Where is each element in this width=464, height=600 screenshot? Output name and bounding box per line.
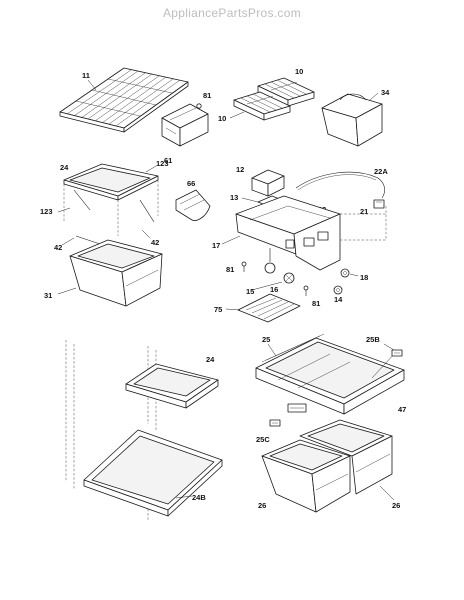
label-10-upper: 10	[295, 67, 303, 76]
label-12: 12	[236, 165, 244, 174]
ice-bin-part-34	[321, 93, 383, 147]
knob-part-16	[264, 248, 276, 274]
label-18: 18	[360, 273, 368, 282]
nut-part-14	[333, 285, 343, 295]
leader-15	[251, 281, 283, 291]
connector-part-21	[373, 199, 385, 209]
end-cap-part-25c	[269, 419, 281, 427]
label-17: 17	[212, 241, 220, 250]
label-26-right: 26	[392, 501, 400, 510]
wire-harness-part-22a	[295, 171, 385, 199]
label-11: 11	[82, 71, 90, 80]
crisper-drawer-part-26-left	[261, 439, 351, 513]
label-14: 14	[334, 295, 343, 304]
label-25: 25	[262, 335, 270, 344]
label-25b: 25B	[366, 335, 380, 344]
leader-11	[87, 79, 97, 91]
fan-part-15	[283, 272, 295, 284]
label-81-top: 81	[203, 91, 211, 100]
ice-maker-housing-part-17	[235, 195, 341, 271]
wire-shelf-part-11	[59, 67, 189, 133]
label-16: 16	[270, 285, 278, 294]
leader-123-side	[57, 207, 71, 213]
leader-31	[57, 287, 77, 295]
leader-26-right	[379, 485, 395, 501]
leader-18	[349, 273, 359, 277]
label-24-upper: 24	[60, 163, 69, 172]
label-66: 66	[187, 179, 195, 188]
glass-shelf-part-47	[255, 333, 405, 415]
end-cap-part-25b	[391, 349, 403, 357]
ice-tray-part-10-lower	[233, 91, 291, 121]
label-15: 15	[246, 287, 254, 296]
leader-13	[241, 197, 259, 203]
screw-part-81-right	[303, 285, 309, 296]
label-24-lower: 24	[206, 355, 215, 364]
leader-25b	[383, 343, 395, 351]
label-25c: 25C	[256, 435, 270, 444]
ejector-part-75	[237, 293, 301, 323]
label-24b: 24B	[192, 493, 206, 502]
shelf-supports-part-123-42	[63, 180, 159, 254]
glass-shelf-part-24-upper	[63, 163, 159, 201]
leader-25	[267, 343, 277, 357]
leader-24b	[175, 495, 193, 499]
label-42-right: 42	[151, 238, 159, 247]
label-42-left: 42	[54, 243, 62, 252]
label-75: 75	[214, 305, 222, 314]
screw-part-81-mid	[241, 261, 247, 272]
label-26-left: 26	[258, 501, 266, 510]
glass-shelf-part-24-lower	[125, 363, 219, 409]
label-31: 31	[44, 291, 52, 300]
cover-part-66	[175, 189, 211, 221]
glass-shelf-part-24b	[83, 429, 223, 517]
crisper-drawer-part-26-right	[299, 419, 393, 495]
leader-75	[225, 308, 241, 311]
leader-17	[221, 235, 241, 245]
label-10-lower: 10	[218, 114, 226, 123]
label-47: 47	[398, 405, 406, 414]
label-123-side: 123	[40, 207, 53, 216]
label-21: 21	[360, 207, 368, 216]
label-81-right: 81	[312, 299, 320, 308]
watermark-text: AppliancePartsPros.com	[163, 6, 301, 20]
leader-123-top	[145, 165, 157, 173]
leader-42-left	[61, 237, 75, 246]
label-81-mid: 81	[226, 265, 234, 274]
crisper-pan-part-31	[69, 239, 163, 307]
label-34: 34	[381, 88, 390, 97]
bracket-part-61	[161, 103, 209, 147]
label-61: 61	[164, 156, 172, 165]
leader-10-lower	[229, 111, 245, 119]
nut-part-18	[340, 268, 350, 278]
leader-34	[369, 92, 379, 101]
label-13: 13	[230, 193, 238, 202]
label-123-top: 123	[156, 159, 169, 168]
cover-part-12	[251, 169, 285, 197]
leader-42-right	[141, 229, 151, 239]
label-22a: 22A	[374, 167, 388, 176]
